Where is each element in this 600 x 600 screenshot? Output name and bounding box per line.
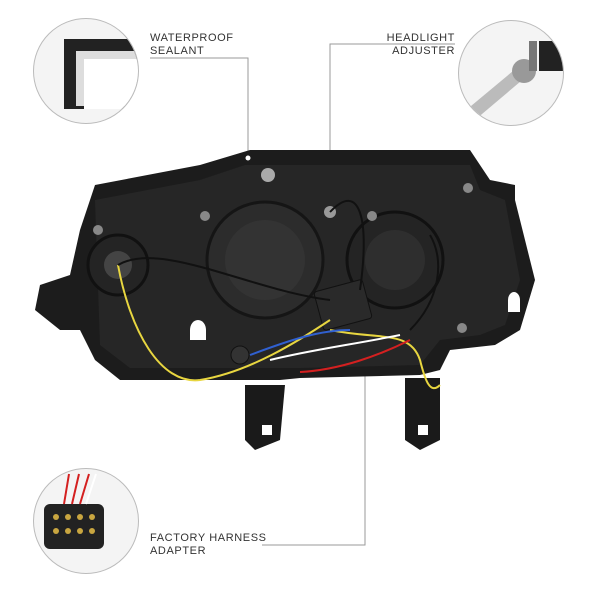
headlight-housing xyxy=(35,150,535,450)
label-headlight-adjuster: HEADLIGHT ADJUSTER xyxy=(387,32,455,58)
label-factory-harness: FACTORY HARNESS ADAPTER xyxy=(150,532,267,558)
label-line: ADJUSTER xyxy=(392,45,455,57)
wiring xyxy=(117,199,441,390)
label-line: SEALANT xyxy=(150,45,205,57)
leader-line-sealant xyxy=(150,57,249,158)
leader-line-harness xyxy=(262,325,366,546)
sealant-marker xyxy=(245,155,251,161)
label-line: ADAPTER xyxy=(150,545,207,557)
label-line: WATERPROOF xyxy=(150,32,234,44)
inset-factory-harness xyxy=(33,468,139,574)
label-line: FACTORY HARNESS xyxy=(150,532,267,544)
inset-waterproof-sealant xyxy=(33,18,139,124)
label-waterproof-sealant: WATERPROOF SEALANT xyxy=(150,32,234,58)
label-line: HEADLIGHT xyxy=(386,32,455,44)
inset-headlight-adjuster xyxy=(458,20,564,126)
